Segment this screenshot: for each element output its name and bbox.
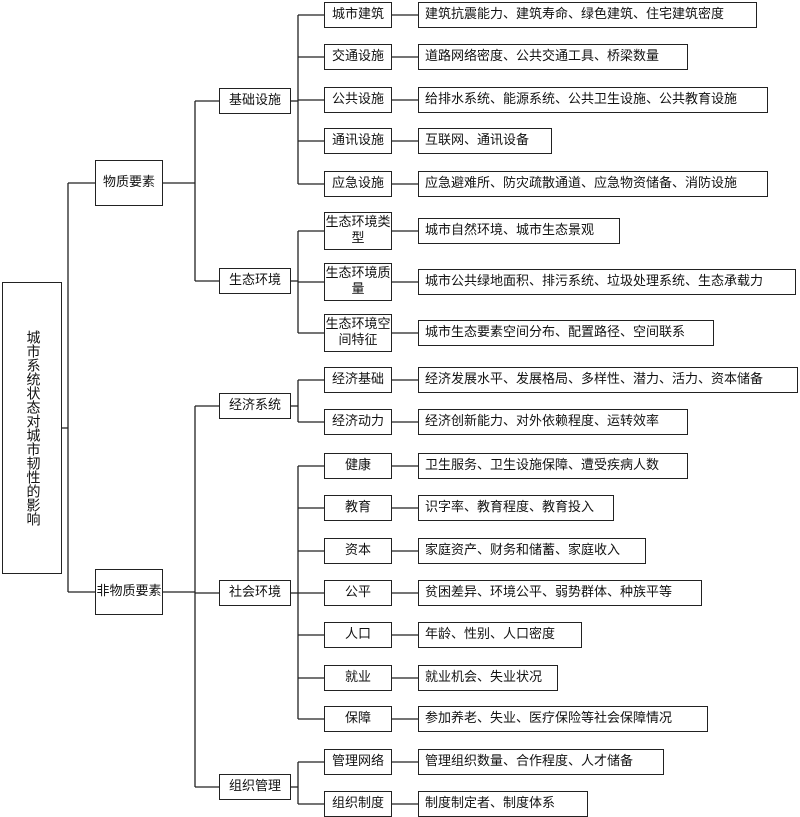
indicator-node: 互联网、通讯设备 <box>418 128 552 154</box>
subsystem-node-organization: 组织管理 <box>219 774 291 800</box>
indicator-node: 城市生态要素空间分布、配置路径、空间联系 <box>418 320 714 346</box>
indicator-node: 经济创新能力、对外依赖程度、运转效率 <box>418 409 688 435</box>
factor-node: 交通设施 <box>324 44 392 70</box>
indicator-node: 道路网络密度、公共交通工具、桥梁数量 <box>418 44 688 70</box>
subsystem-node-economy: 经济系统 <box>219 393 291 419</box>
indicator-node: 家庭资产、财务和储蓄、家庭收入 <box>418 538 646 564</box>
factor-node: 就业 <box>324 665 392 691</box>
factor-node: 保障 <box>324 706 392 732</box>
factor-node: 经济动力 <box>324 409 392 435</box>
group-node-nonmaterial: 非物质要素 <box>95 569 163 615</box>
indicator-node: 制度制定者、制度体系 <box>418 791 588 817</box>
indicator-node: 就业机会、失业状况 <box>418 665 558 691</box>
indicator-node: 给排水系统、能源系统、公共卫生设施、公共教育设施 <box>418 87 768 113</box>
factor-node: 公共设施 <box>324 87 392 113</box>
subsystem-node-infrastructure: 基础设施 <box>219 88 291 114</box>
indicator-node: 贫困差异、环境公平、弱势群体、种族平等 <box>418 580 702 606</box>
factor-node: 资本 <box>324 538 392 564</box>
group-node-material: 物质要素 <box>95 160 163 206</box>
factor-node: 生态环境类型 <box>324 212 392 250</box>
subsystem-node-ecology: 生态环境 <box>219 268 291 294</box>
indicator-node: 应急避难所、防灾疏散通道、应急物资储备、消防设施 <box>418 171 768 197</box>
factor-node: 人口 <box>324 622 392 648</box>
factor-node: 城市建筑 <box>324 2 392 28</box>
indicator-node: 城市自然环境、城市生态景观 <box>418 218 620 244</box>
indicator-node: 识字率、教育程度、教育投入 <box>418 495 614 521</box>
factor-node: 通讯设施 <box>324 128 392 154</box>
factor-node: 管理网络 <box>324 749 392 775</box>
indicator-node: 城市公共绿地面积、排污系统、垃圾处理系统、生态承载力 <box>418 269 796 295</box>
indicator-node: 卫生服务、卫生设施保障、遭受疾病人数 <box>418 453 688 479</box>
indicator-node: 管理组织数量、合作程度、人才储备 <box>418 749 664 775</box>
factor-node: 健康 <box>324 453 392 479</box>
indicator-node: 参加养老、失业、医疗保险等社会保障情况 <box>418 706 708 732</box>
factor-node: 应急设施 <box>324 171 392 197</box>
indicator-node: 经济发展水平、发展格局、多样性、潜力、活力、资本储备 <box>418 367 798 393</box>
factor-node: 教育 <box>324 495 392 521</box>
indicator-node: 建筑抗震能力、建筑寿命、绿色建筑、住宅建筑密度 <box>418 2 757 28</box>
factor-node: 公平 <box>324 580 392 606</box>
subsystem-node-society: 社会环境 <box>219 580 291 606</box>
factor-node: 经济基础 <box>324 367 392 393</box>
root-node: 城市系统状态对城市韧性的影响 <box>2 282 62 574</box>
factor-node: 生态环境空间特征 <box>324 314 392 352</box>
indicator-node: 年龄、性别、人口密度 <box>418 622 582 648</box>
factor-node: 组织制度 <box>324 791 392 817</box>
factor-node: 生态环境质量 <box>324 263 392 301</box>
